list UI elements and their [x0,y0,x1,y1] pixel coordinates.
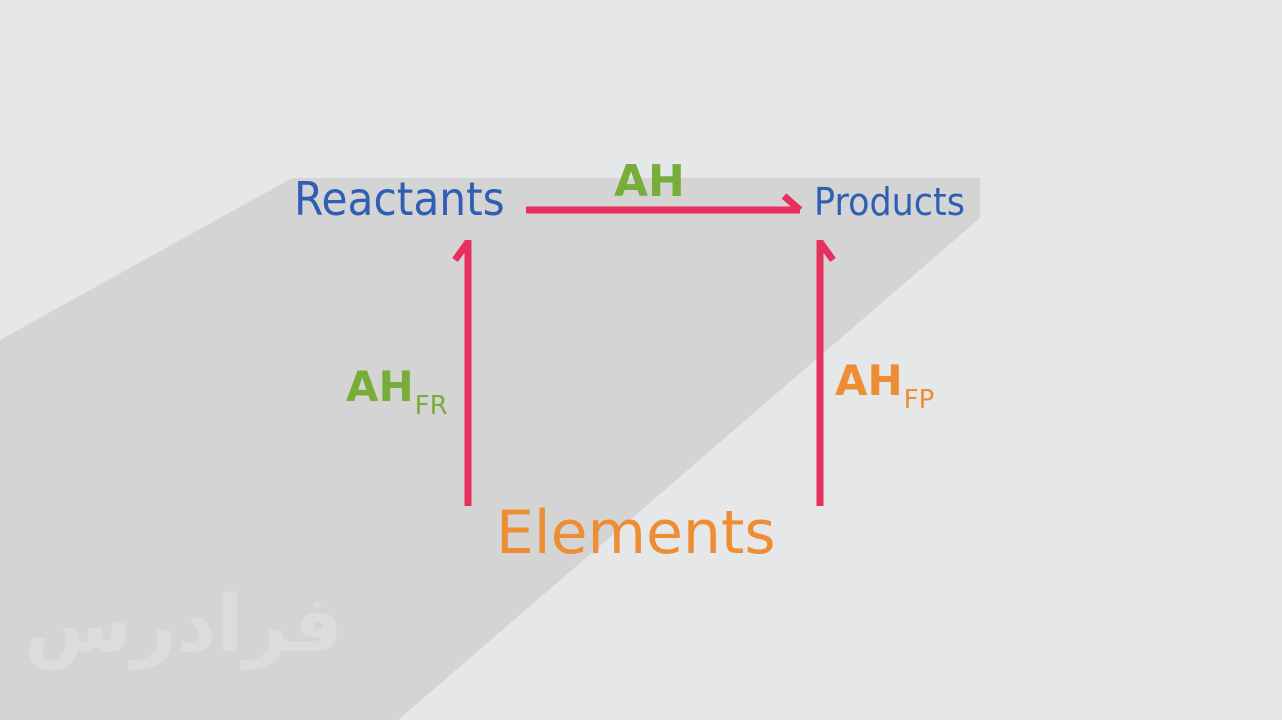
reaction-arrow [526,193,803,214]
formation-products-enthalpy-symbol: AH [835,356,903,405]
products-node: Products [814,180,965,224]
formation-reactants-enthalpy-label: AHFR [346,366,448,420]
formation-products-arrow-head [817,239,836,263]
formation-reactants-subscript: FR [414,391,448,421]
formation-reactants-arrow-head [452,239,471,263]
reaction-enthalpy-label: AH [614,156,685,207]
reactants-node: Reactants [294,172,505,226]
formation-reactants-arrow [452,239,472,506]
formation-products-subscript: FP [903,385,935,415]
formation-products-enthalpy-label: AHFP [835,360,934,414]
formation-reactants-enthalpy-symbol: AH [346,362,414,411]
reaction-arrow-head [781,193,803,213]
elements-node: Elements [496,498,776,568]
long-shadow-shape [0,178,980,720]
faradars-watermark-logo: فرادرس [24,580,343,670]
formation-products-arrow [816,239,836,506]
